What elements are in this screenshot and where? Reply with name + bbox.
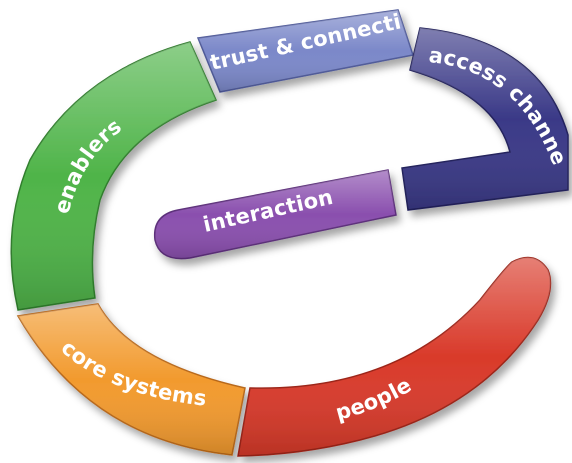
segment-interactions [153, 169, 397, 260]
segment-people [237, 256, 552, 457]
segment-trust-and-connections [196, 9, 414, 93]
segment-access-channels [401, 27, 569, 211]
segment-core-systems [16, 303, 246, 456]
segment-enablers [10, 41, 218, 311]
